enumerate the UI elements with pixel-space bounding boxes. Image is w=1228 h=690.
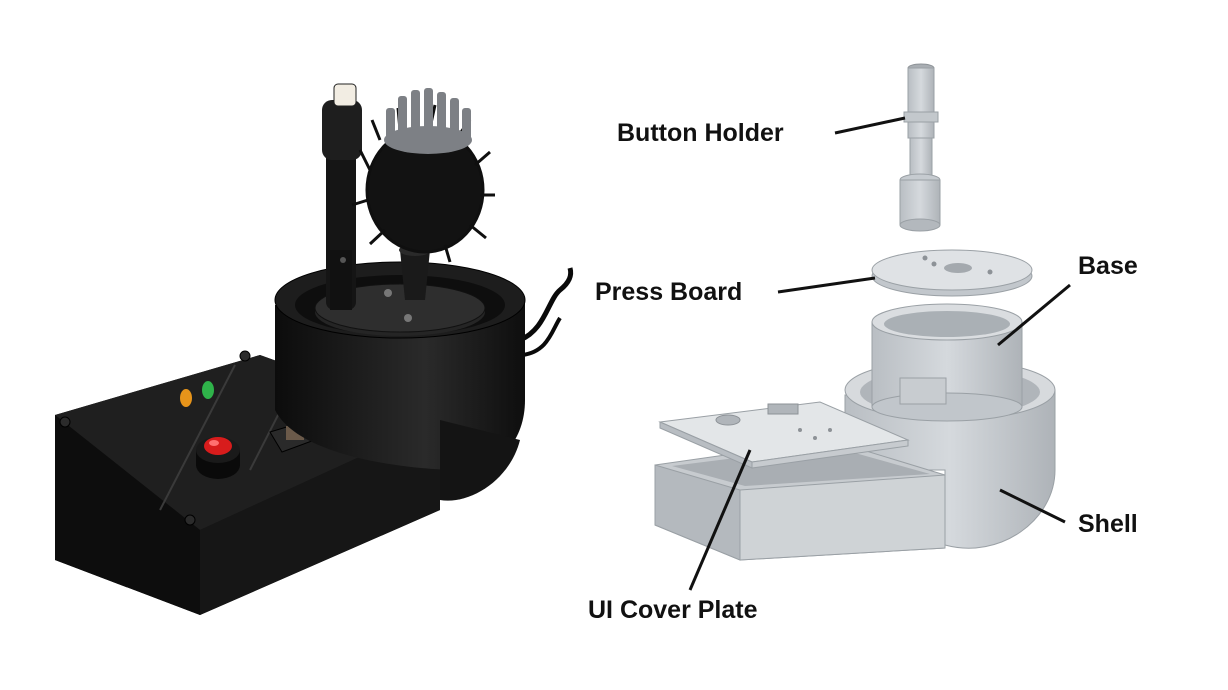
label-press-board: Press Board bbox=[595, 278, 743, 306]
ui-box-part bbox=[654, 439, 946, 561]
base-part bbox=[871, 303, 1023, 422]
green-led bbox=[202, 381, 214, 399]
power-cable bbox=[518, 267, 574, 343]
brush-tips bbox=[384, 88, 472, 154]
leader-base bbox=[997, 283, 1071, 347]
red-push-button bbox=[196, 437, 240, 479]
screw bbox=[59, 416, 71, 428]
button-holder-post bbox=[322, 83, 362, 310]
label-button-holder: Button Holder bbox=[617, 119, 784, 147]
screw bbox=[184, 514, 196, 526]
leader-press-board bbox=[777, 276, 876, 294]
press-board-part bbox=[871, 249, 1033, 297]
button-holder-part bbox=[899, 63, 941, 232]
ui-cover-plate-part bbox=[658, 401, 910, 469]
leader-ui-cover-plate bbox=[688, 449, 752, 591]
assembled-device-photo bbox=[55, 83, 574, 615]
leader-shell bbox=[999, 488, 1066, 524]
exploded-cad-view bbox=[654, 63, 1071, 591]
brush bbox=[351, 88, 495, 300]
leader-button-holder bbox=[834, 116, 906, 135]
orange-led bbox=[180, 389, 192, 407]
leader-lines bbox=[688, 116, 1071, 591]
label-base: Base bbox=[1078, 252, 1138, 280]
label-shell: Shell bbox=[1078, 510, 1138, 538]
label-ui-cover-plate: UI Cover Plate bbox=[588, 596, 758, 624]
screw bbox=[239, 350, 251, 362]
